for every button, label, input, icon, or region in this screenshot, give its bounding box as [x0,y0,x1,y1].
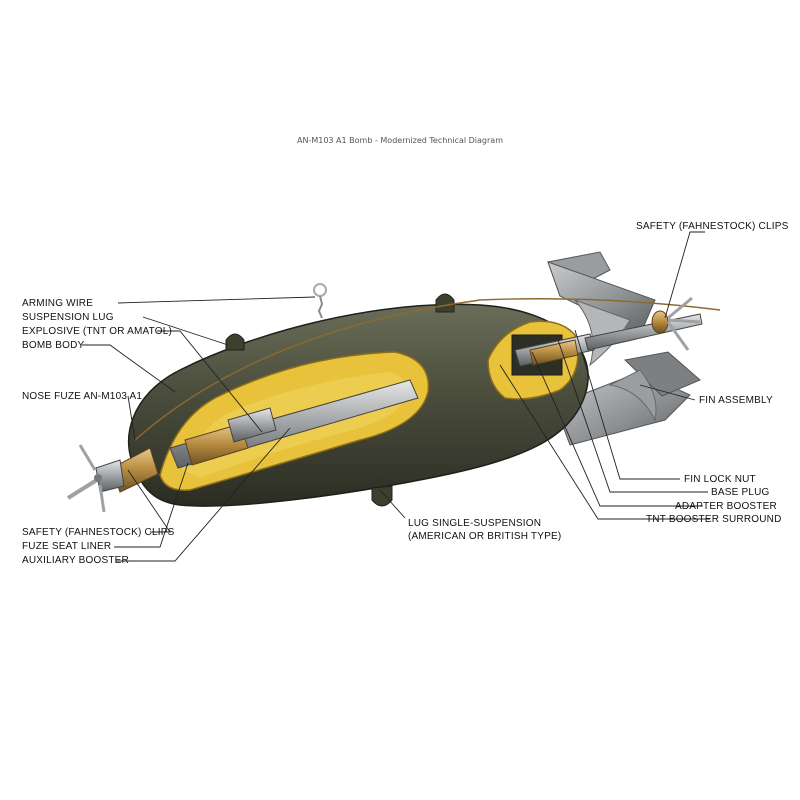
leader-adapter-booster [531,351,703,507]
label-arming-wire: ARMING WIRE [22,298,94,309]
nose-fuze [95,447,159,493]
tail-vane [666,296,701,351]
lug-single-suspension [371,485,393,507]
label-auxiliary-booster: AUXILIARY BOOSTER [22,555,129,566]
label-suspension-lug: SUSPENSION LUG [22,312,114,323]
leader-fin-assembly [639,384,696,401]
leader-arming-wire [117,296,316,304]
leader-fin-lock-nut [574,329,680,480]
label-fuze-seat-liner: FUZE SEAT LINER [22,541,112,552]
label-explosive: EXPLOSIVE (TNT OR AMATOL) [22,326,173,337]
leader-nose-fuze [127,395,136,441]
leader-bomb-body [82,344,176,393]
leader-suspension-lug [142,316,229,346]
label-base-plug: BASE PLUG [711,487,770,498]
leader-base-plug [557,339,708,493]
leader-fuze-seat-liner [114,462,189,548]
label-lug-single-suspension-type: (AMERICAN OR BRITISH TYPE) [408,531,562,542]
leader-lines [82,231,710,562]
leader-safety-clips-nose [127,469,171,533]
label-nose-fuze: NOSE FUZE AN-M103 A1 [22,391,143,402]
label-tnt-booster-surround: TNT BOOSTER SURROUND [646,514,782,525]
leader-lug-single [379,489,406,519]
label-safety-clips-nose: SAFETY (FAHNESTOCK) CLIPS [22,527,175,538]
fin-assembly [547,251,701,446]
label-bomb-body: BOMB BODY [22,340,85,351]
leader-safety-clips-tail [664,231,705,319]
auxiliary-booster [184,407,277,466]
leader-aux-booster [116,427,291,562]
label-fin-assembly: FIN ASSEMBLY [699,395,773,406]
label-adapter-booster: ADAPTER BOOSTER [675,501,777,512]
nose-vane [66,444,106,513]
leader-tnt-surround [499,364,710,520]
label-lug-single-suspension: LUG SINGLE-SUSPENSION [408,518,542,529]
arming-wire [134,283,721,441]
leader-explosive [157,330,263,433]
label-fin-lock-nut: FIN LOCK NUT [684,474,756,485]
diagram-title: AN-M103 A1 Bomb - Modernized Technical D… [297,136,503,145]
suspension-lug [225,293,455,351]
label-safety-clips-tail: SAFETY (FAHNESTOCK) CLIPS [636,221,789,232]
